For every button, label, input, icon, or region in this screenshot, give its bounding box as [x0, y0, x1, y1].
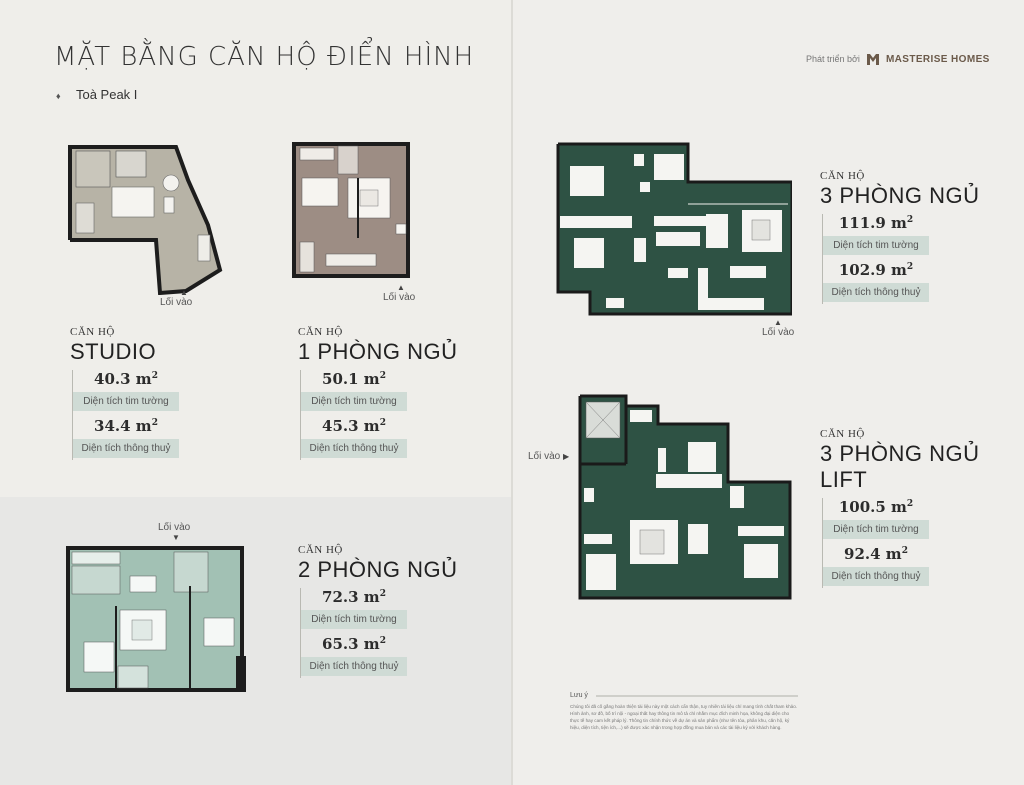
unit-studio: CĂN HỘ STUDIO 40.3 m2 Diện tích tim tườn…	[70, 326, 179, 460]
note-header: Lưu ý	[570, 692, 798, 699]
unit-kicker: CĂN HỘ	[298, 544, 343, 556]
unit-areas: 50.1 m2 Diện tích tim tường 45.3 m2 Diện…	[300, 370, 458, 460]
unit-kicker: CĂN HỘ	[820, 428, 865, 440]
net-area-value: 92.4 m2	[844, 545, 908, 563]
unit-name: 2 PHÒNG NGỦ	[298, 557, 458, 582]
page-title: MẶT BẰNG CĂN HỘ ĐIỂN HÌNH	[54, 42, 475, 72]
entry-label: Lối vào	[158, 522, 191, 533]
unit-areas: 40.3 m2 Diện tích tim tường 34.4 m2 Diện…	[72, 370, 179, 460]
unit-name: 3 PHÒNG NGỦ	[820, 441, 980, 466]
diamond-bullet-icon: ♦	[56, 91, 61, 101]
net-area-value: 65.3 m2	[322, 635, 386, 653]
gross-area-label: Diện tích tim tường	[73, 392, 179, 411]
one-bedroom-entry-marker: ▲ Lối vào	[383, 283, 415, 303]
entry-label: Lối vào	[160, 297, 193, 308]
unit-kicker: CĂN HỘ	[820, 170, 865, 182]
unit-name: STUDIO	[70, 339, 157, 364]
entry-arrow-down-icon: ▼	[172, 533, 180, 542]
three-bedroom-entry-marker: ▲ Lối vào	[762, 318, 794, 338]
net-area-value: 34.4 m2	[94, 417, 158, 435]
three-bedroom-floor-plan	[556, 142, 792, 318]
gross-area-value: 50.1 m2	[322, 370, 386, 388]
note-rule	[595, 694, 798, 697]
gross-area-label: Diện tích tim tường	[301, 392, 407, 411]
net-area-label: Diện tích thông thuỷ	[301, 439, 407, 458]
two-bedroom-floor-plan	[66, 546, 246, 694]
entry-arrow-up-icon: ▲	[180, 288, 188, 297]
developer-label: Phát triển bởi	[806, 54, 860, 64]
unit-kicker: CĂN HỘ	[70, 326, 115, 338]
note-body: Chúng tôi đã cố gắng hoàn thiện tài liệu…	[570, 704, 798, 730]
three-bedroom-lift-entry-marker: Lối vào ▶	[528, 451, 569, 462]
unit-three-bedroom: CĂN HỘ 3 PHÒNG NGỦ 111.9 m2 Diện tích ti…	[820, 170, 980, 304]
net-area-label: Diện tích thông thuỷ	[823, 567, 929, 586]
entry-arrow-up-icon: ▲	[397, 283, 405, 292]
right-page	[512, 0, 1024, 785]
unit-areas: 72.3 m2 Diện tích tim tường 65.3 m2 Diện…	[300, 588, 458, 678]
studio-floor-plan	[68, 145, 223, 295]
net-area-label: Diện tích thông thuỷ	[301, 657, 407, 676]
page-fold	[511, 0, 513, 785]
net-area-value: 102.9 m2	[838, 261, 914, 279]
net-area-label: Diện tích thông thuỷ	[823, 283, 929, 302]
entry-label: Lối vào	[762, 327, 795, 338]
gross-area-value: 72.3 m2	[322, 588, 386, 606]
gross-area-label: Diện tích tim tường	[823, 236, 929, 255]
brand-name: MASTERISE HOMES	[885, 53, 990, 65]
gross-area-label: Diện tích tim tường	[301, 610, 407, 629]
unit-name-line2: LIFT	[820, 467, 868, 492]
unit-two-bedroom: CĂN HỘ 2 PHÒNG NGỦ 72.3 m2 Diện tích tim…	[298, 544, 458, 678]
unit-name: 1 PHÒNG NGỦ	[298, 339, 458, 364]
gross-area-value: 111.9 m2	[838, 214, 914, 232]
unit-name: 3 PHÒNG NGỦ	[820, 183, 980, 208]
tower-name: Toà Peak I	[75, 87, 138, 102]
one-bedroom-floor-plan	[292, 142, 412, 278]
gross-area-value: 40.3 m2	[94, 370, 158, 388]
tower-subtitle: ♦ Toà Peak I	[56, 87, 137, 102]
entry-label: Lối vào	[383, 292, 416, 303]
unit-areas: 111.9 m2 Diện tích tim tường 102.9 m2 Di…	[822, 214, 980, 304]
net-area-label: Diện tích thông thuỷ	[73, 439, 179, 458]
unit-one-bedroom: CĂN HỘ 1 PHÒNG NGỦ 50.1 m2 Diện tích tim…	[298, 326, 458, 460]
entry-label: Lối vào	[528, 451, 561, 462]
gross-area-value: 100.5 m2	[838, 498, 914, 516]
entry-arrow-up-icon: ▲	[774, 318, 782, 327]
brand-block: Phát triển bởi MASTERISE HOMES	[806, 52, 990, 66]
entry-arrow-right-icon: ▶	[563, 452, 570, 461]
two-bedroom-entry-marker: Lối vào ▼	[158, 522, 190, 542]
gross-area-label: Diện tích tim tường	[823, 520, 929, 539]
net-area-value: 45.3 m2	[322, 417, 386, 435]
disclaimer-note: Lưu ý Chúng tôi đã cố gắng hoàn thiện tà…	[570, 692, 798, 731]
studio-entry-marker: ▲ Lối vào	[160, 288, 192, 308]
unit-three-bedroom-lift: CĂN HỘ 3 PHÒNG NGỦ LIFT 100.5 m2 Diện tí…	[820, 428, 980, 588]
three-bedroom-lift-floor-plan	[578, 394, 792, 600]
unit-kicker: CĂN HỘ	[298, 326, 343, 338]
unit-areas: 100.5 m2 Diện tích tim tường 92.4 m2 Diệ…	[822, 498, 980, 588]
masterise-logo-icon	[866, 54, 879, 65]
note-title: Lưu ý	[570, 692, 588, 699]
